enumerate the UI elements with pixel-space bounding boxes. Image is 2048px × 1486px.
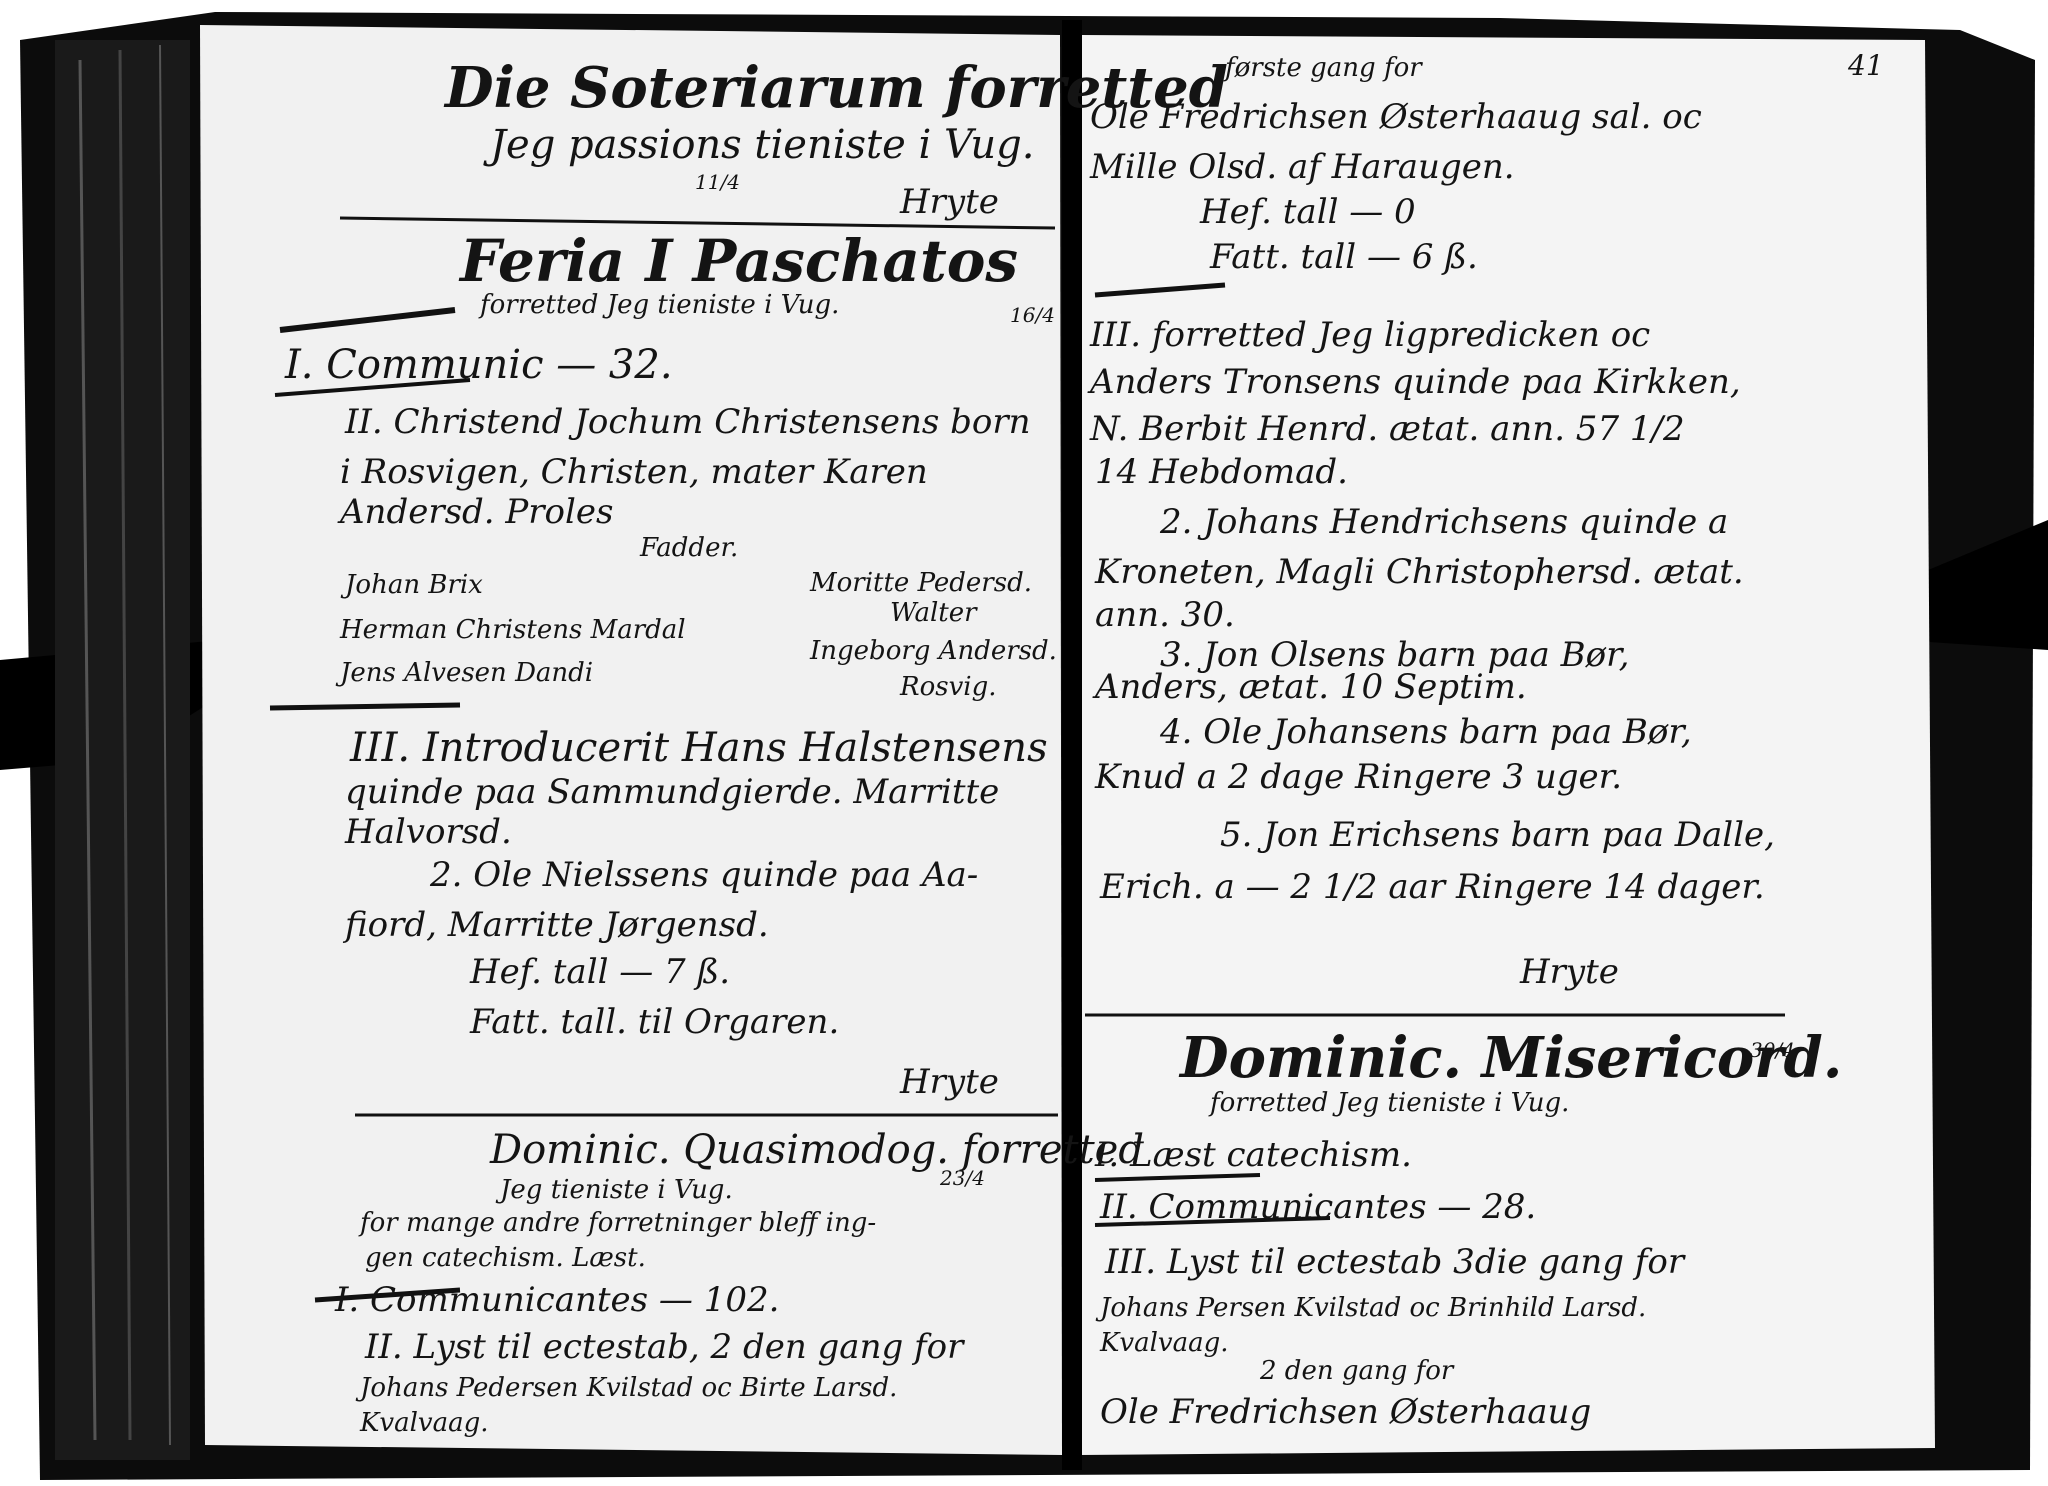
godparent-right-3: Ingeborg Andersd. [810,636,1057,666]
godparent-left-1: Johan Brix [345,570,483,600]
feria-item-3-line-b: quinde paa Sammundgierde. Marritte [345,772,1000,812]
quasimodo-title: Dominic. Quasimodog. forretted [490,1127,1144,1173]
feria-date: 16/4 [1010,303,1055,327]
left-heading-line-1: Die Soteriarum forretted [445,55,1228,121]
right-item-3-line-b: Anders Tronsens quinde paa Kirkken, [1090,362,1741,402]
feria-item-4-line-a: 2. Ole Nielssens quinde paa Aa- [430,855,979,895]
right-top-line-3: Mille Olsd. af Haraugen. [1090,147,1515,187]
hebdomad-heading: 14 Hebdomad. [1095,452,1348,492]
feria-item-2-line-a: II. Christend Jochum Christensens born [345,402,1031,442]
godparent-right-4: Rosvig. [900,672,997,702]
misericord-item-1: I. Læst catechism. [1095,1135,1412,1175]
godparent-right-1: Moritte Pedersd. [810,568,1032,598]
feria-item-3-line-a: III. Introducerit Hans Halstensens [350,725,1048,771]
quasimodo-item-1: I. Communicantes — 102. [335,1280,780,1320]
quasimodo-item-2-line-b: Johans Pedersen Kvilstad oc Birte Larsd. [360,1373,898,1403]
right-page-paper [1080,35,1935,1455]
godparent-left-3: Jens Alvesen Dandi [340,658,594,688]
feria-item-4-line-b: fiord, Marritte Jørgensd. [345,905,769,945]
feria-item-4-line-d: Fatt. tall. til Orgaren. [470,1002,840,1042]
misericord-item-3-line-b: Johans Persen Kvilstad oc Brinhild Larsd… [1100,1293,1647,1323]
hebdomad-item-2-line-a: 2. Johans Hendrichsens quinde a [1160,502,1729,542]
right-signature: Hryte [1520,952,1619,992]
feria-item-2-line-c: Andersd. Proles [340,492,614,532]
feria-item-3-line-c: Halvorsd. [345,812,512,852]
feria-title: Feria I Paschatos [460,227,1019,295]
feria-item-2-godparents-label: Fadder. [640,533,739,563]
left-heading-date: 11/4 [695,170,740,194]
misericord-item-3-line-c: Kvalvaag. [1100,1328,1229,1358]
misericord-item-2: II. Communicantes — 28. [1100,1187,1537,1227]
right-top-line-1: første gang for [1225,53,1422,83]
right-top-line-2: Ole Fredrichsen Østerhaaug sal. oc [1090,97,1702,137]
left-heading-line-2: Jeg passions tieniste i Vug. [490,122,1035,168]
hebdomad-item-5-line-b: Erich. a — 2 1/2 aar Ringere 14 dager. [1100,867,1765,907]
left-heading-signature: Hryte [900,182,999,222]
misericord-title: Dominic. Misericord. [1180,1025,1843,1091]
right-item-3-line-c: N. Berbit Henrd. ætat. ann. 57 1/2 [1090,409,1685,449]
hebdomad-item-4-line-a: 4. Ole Johansens barn paa Bør, [1160,712,1692,752]
hebdomad-item-5-line-a: 5. Jon Erichsens barn paa Dalle, [1220,815,1775,855]
godparent-right-2: Walter [890,598,977,628]
quasimodo-date: 23/4 [940,1166,985,1190]
misericord-item-3-line-e: Ole Fredrichsen Østerhaaug [1100,1392,1592,1432]
feria-item-2-line-b: i Rosvigen, Christen, mater Karen [340,452,928,492]
feria-item-1: I. Communic — 32. [285,342,673,388]
godparent-left-2: Herman Christens Mardal [340,615,686,645]
right-top-line-4: Hef. tall — 0 [1200,192,1416,232]
hebdomad-item-2-line-c: ann. 30. [1095,595,1235,635]
hebdomad-item-3-line-a: 3. Jon Olsens barn paa Bør, [1160,635,1630,675]
quasimodo-item-2-line-c: Kvalvaag. [360,1408,489,1438]
quasimodo-line-b: gen catechism. Læst. [365,1243,646,1273]
feria-item-4-signature: Hryte [900,1062,999,1102]
hebdomad-item-3-line-b: Anders, ætat. 10 Septim. [1095,667,1527,707]
quasimodo-item-2-line-a: II. Lyst til ectestab, 2 den gang for [365,1327,964,1367]
feria-subtitle: forretted Jeg tieniste i Vug. [480,290,840,320]
hebdomad-item-4-line-b: Knud a 2 dage Ringere 3 uger. [1095,757,1622,797]
misericord-date: 30/4 [1750,1038,1795,1062]
quasimodo-line-a: for mange andre forretninger bleff ing- [360,1208,877,1238]
right-top-line-5: Fatt. tall — 6 ß. [1210,237,1478,277]
hebdomad-item-2-line-b: Kroneten, Magli Christophersd. ætat. [1095,552,1744,592]
misericord-item-3-line-d: 2 den gang for [1260,1356,1454,1386]
misericord-subtitle: forretted Jeg tieniste i Vug. [1210,1088,1570,1118]
quasimodo-subtitle: Jeg tieniste i Vug. [500,1175,733,1205]
misericord-item-3-line-a: III. Lyst til ectestab 3die gang for [1105,1242,1685,1282]
feria-item-4-line-c: Hef. tall — 7 ß. [470,952,731,992]
folio-number: 41 [1848,49,1884,82]
right-item-3-line-a: III. forretted Jeg ligpredicken oc [1090,315,1651,355]
